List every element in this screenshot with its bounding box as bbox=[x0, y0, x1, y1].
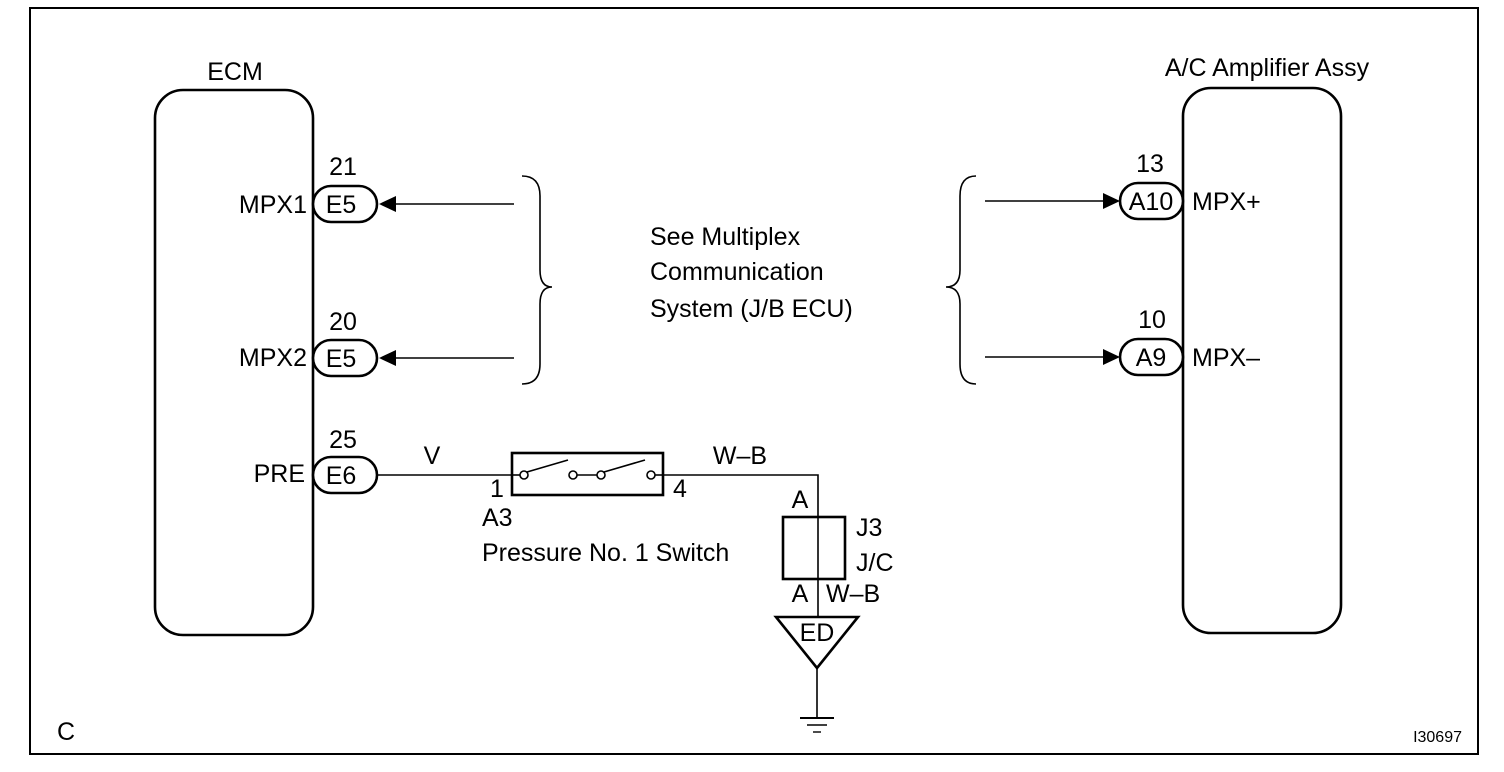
arrow-mpx1 bbox=[379, 196, 396, 212]
switch-contact-4 bbox=[646, 470, 656, 480]
right-brace bbox=[945, 175, 977, 385]
junction-connector-j3: J3 bbox=[856, 514, 882, 542]
ground-point-triangle bbox=[773, 615, 861, 671]
switch-connector-a3: A3 bbox=[482, 504, 513, 532]
amp-pin-13: 13 bbox=[1136, 150, 1164, 178]
ground-point-label: ED bbox=[800, 619, 835, 647]
ecm-pin-21: 21 bbox=[329, 153, 357, 181]
arrow-mpx-minus bbox=[1103, 349, 1120, 365]
amp-connector-a9 bbox=[1118, 337, 1185, 377]
switch-contact-3 bbox=[596, 470, 606, 480]
diagram-frame bbox=[29, 7, 1479, 755]
amp-pin-10: 10 bbox=[1138, 306, 1166, 334]
ecm-title: ECM bbox=[207, 58, 263, 86]
switch-pin-4: 4 bbox=[673, 475, 687, 503]
earth-ground-icon bbox=[800, 717, 834, 733]
ecm-connector-e6-label: E6 bbox=[326, 462, 357, 490]
junction-type-jc: J/C bbox=[856, 549, 894, 577]
amp-signal-mpx-plus: MPX+ bbox=[1192, 188, 1261, 216]
ecm-signal-mpx1: MPX1 bbox=[239, 191, 307, 219]
junction-box bbox=[781, 515, 847, 581]
switch-pin-1: 1 bbox=[490, 475, 504, 503]
ecm-connector-e5-mpx1-label: E5 bbox=[326, 191, 357, 219]
diagram-corner-letter: C bbox=[57, 718, 75, 746]
pressure-switch-box bbox=[510, 451, 665, 497]
switch-blade-1 bbox=[526, 459, 569, 473]
pressure-switch-name: Pressure No. 1 Switch bbox=[482, 539, 729, 567]
switch-blade-2 bbox=[603, 459, 646, 473]
ecm-connector-e5-mpx1 bbox=[311, 184, 379, 224]
wire-v-label: V bbox=[424, 442, 441, 470]
junction-pin-a-bottom: A bbox=[792, 580, 809, 608]
ecm-connector-e5-mpx2-label: E5 bbox=[326, 345, 357, 373]
arrow-mpx-plus bbox=[1103, 193, 1120, 209]
amp-connector-a10 bbox=[1118, 181, 1185, 221]
left-brace bbox=[521, 175, 553, 385]
switch-contact-1 bbox=[519, 470, 529, 480]
amp-connector-a10-label: A10 bbox=[1129, 188, 1173, 216]
wire-wb-label: W–B bbox=[713, 442, 767, 470]
junction-pin-a-top: A bbox=[792, 486, 809, 514]
ecm-pin-25: 25 bbox=[329, 426, 357, 454]
amplifier-title: A/C Amplifier Assy bbox=[1165, 54, 1370, 82]
ecm-signal-mpx2: MPX2 bbox=[239, 344, 307, 372]
wire-wb bbox=[663, 474, 819, 517]
multiplex-note-line-2: Communication bbox=[650, 258, 824, 286]
ecm-pin-20: 20 bbox=[329, 308, 357, 336]
switch-contact-2 bbox=[568, 470, 578, 480]
multiplex-note-line-1: See Multiplex bbox=[650, 223, 801, 251]
ecm-connector-e5-mpx2 bbox=[311, 338, 379, 378]
arrow-mpx2 bbox=[379, 350, 396, 366]
amp-signal-mpx-minus: MPX– bbox=[1192, 344, 1260, 372]
amp-connector-a9-label: A9 bbox=[1136, 344, 1167, 372]
ecm-signal-pre: PRE bbox=[254, 460, 305, 488]
multiplex-note-line-3: System (J/B ECU) bbox=[650, 295, 853, 323]
junction-wire-wb-label: W–B bbox=[826, 580, 880, 608]
diagram-code: I30697 bbox=[1413, 729, 1462, 746]
